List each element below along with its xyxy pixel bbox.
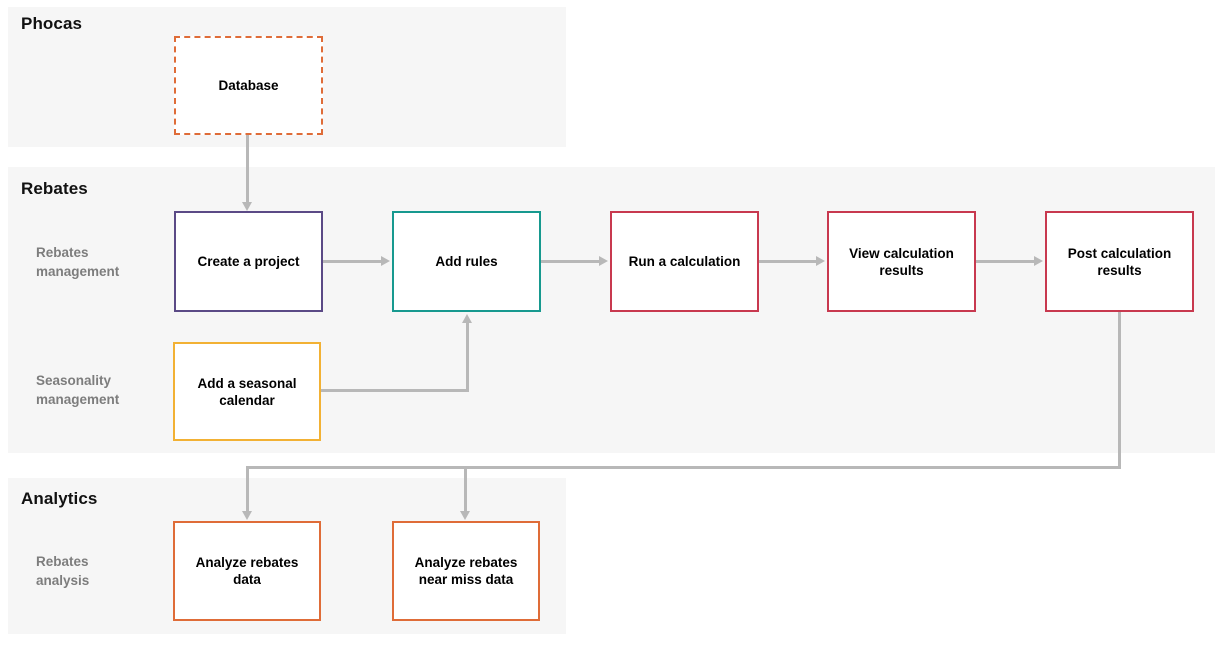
connector-create-a-project-to-add-rules (322, 260, 382, 263)
connector-database-to-create-a-project (246, 134, 249, 204)
node-view-calculation-results[interactable]: View calculation results (827, 211, 976, 312)
node-database-label: Database (218, 78, 279, 93)
node-post-calculation-results[interactable]: Post calculation results (1045, 211, 1194, 312)
node-run-a-calculation-label: Run a calculation (628, 254, 741, 269)
node-create-a-project-label: Create a project (197, 254, 300, 269)
node-analyze-rebates-near-miss-data-label: Analyze rebates near miss data (414, 555, 518, 587)
node-analyze-rebates-data[interactable]: Analyze rebates data (173, 521, 321, 621)
node-run-a-calculation[interactable]: Run a calculation (610, 211, 759, 312)
connector-run-a-calculation-to-view-calculation-results (758, 260, 817, 263)
arrowhead-create-a-project-top (242, 202, 252, 211)
band-title-analytics: Analytics (21, 489, 98, 508)
connector-seasonal-calendar-vertical (466, 323, 469, 392)
node-view-calculation-results-label: View calculation results (849, 245, 954, 278)
arrowhead-post-calculation-results-left (1034, 256, 1043, 266)
node-post-calculation-results-label: Post calculation results (1067, 245, 1172, 278)
arrowhead-analyze-rebates-data-top (242, 511, 252, 520)
row-label-rebates-analysis: Rebates analysis (36, 554, 90, 588)
band-title-rebates: Rebates (21, 179, 88, 198)
connector-to-analyze-rebates-near-miss-data (464, 466, 467, 513)
connector-post-results-down (1118, 312, 1121, 469)
connector-view-calculation-results-to-post-calculation-results (975, 260, 1035, 263)
node-add-a-seasonal-calendar[interactable]: Add a seasonal calendar (173, 342, 321, 441)
row-label-seasonality-management: Seasonality management (36, 373, 120, 407)
node-create-a-project[interactable]: Create a project (174, 211, 323, 312)
connector-add-rules-to-run-a-calculation (540, 260, 600, 263)
node-database[interactable]: Database (174, 36, 323, 135)
connector-post-results-to-analytics-horizontal (246, 466, 1121, 469)
arrowhead-add-rules-left (381, 256, 390, 266)
arrowhead-run-a-calculation-left (599, 256, 608, 266)
node-analyze-rebates-near-miss-data[interactable]: Analyze rebates near miss data (392, 521, 540, 621)
arrowhead-analyze-rebates-near-miss-data-top (460, 511, 470, 520)
node-add-rules-label: Add rules (435, 254, 498, 269)
arrowhead-view-calculation-results-left (816, 256, 825, 266)
band-title-phocas: Phocas (21, 14, 83, 33)
node-add-rules[interactable]: Add rules (392, 211, 541, 312)
connector-seasonal-calendar-horizontal (320, 389, 469, 392)
connector-to-analyze-rebates-data (246, 466, 249, 513)
arrowhead-add-rules-bottom (462, 314, 472, 323)
row-label-rebates-management: Rebates management (36, 245, 120, 279)
node-analyze-rebates-data-label: Analyze rebates data (195, 555, 299, 587)
node-add-a-seasonal-calendar-label: Add a seasonal calendar (197, 375, 297, 408)
